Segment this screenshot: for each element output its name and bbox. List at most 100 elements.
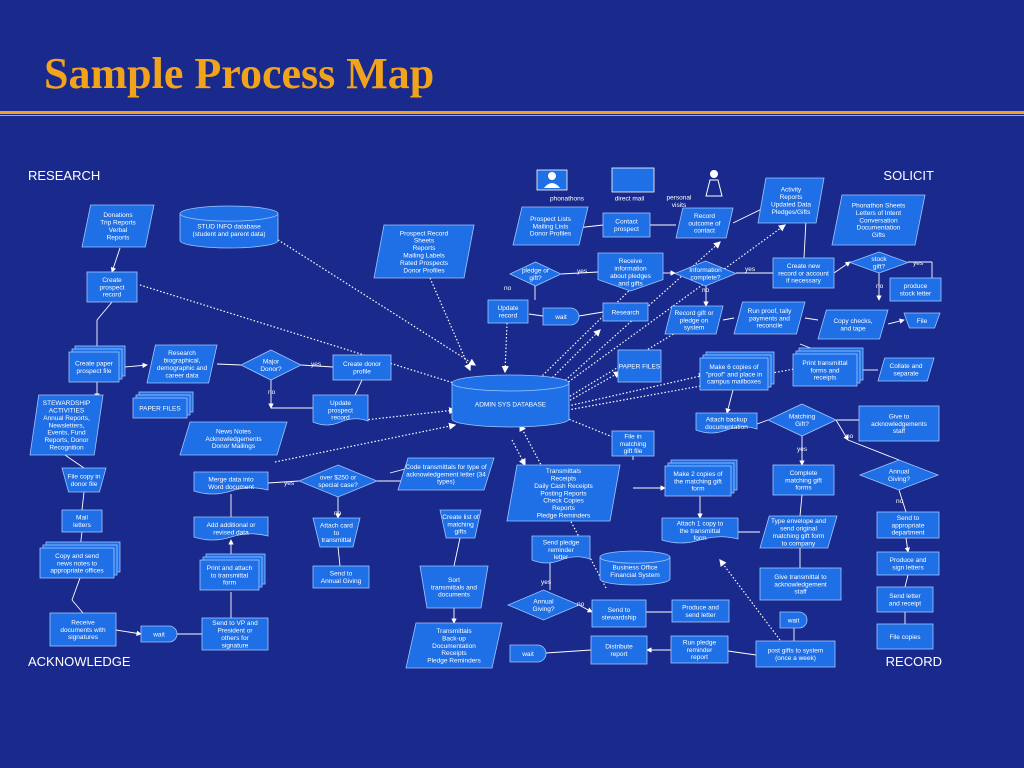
- process-node: post gifts to system(once a week): [755, 640, 836, 668]
- process-node-text: ADMIN SYS DATABASE: [475, 401, 547, 408]
- connector-line: [115, 629, 142, 636]
- process-node: direct mail: [615, 195, 645, 202]
- quadrant-label: SOLICIT: [883, 168, 934, 183]
- process-node: Copy checks,and tape: [817, 309, 889, 340]
- process-node: File: [903, 312, 941, 329]
- connector-line: [300, 364, 334, 368]
- data-flow-line: [429, 277, 471, 372]
- data-flow-line: [544, 329, 601, 386]
- page-title: Sample Process Map: [44, 49, 435, 98]
- process-node: wait: [140, 625, 178, 643]
- connector-line: [847, 439, 900, 461]
- connector-line: [722, 317, 735, 321]
- process-node-text: post gifts to system(once a week): [768, 648, 824, 662]
- process-node: ADMIN SYS DATABASE: [451, 374, 570, 428]
- data-flow-line: [567, 372, 707, 407]
- connector-label: yes: [311, 361, 322, 368]
- connector-line: [799, 494, 803, 517]
- connector-line: [71, 577, 81, 601]
- process-node: PAPER FILES: [132, 391, 194, 419]
- process-node-text: wait: [787, 617, 800, 624]
- connector-line: [124, 362, 148, 369]
- process-node-text: wait: [554, 314, 567, 321]
- data-flow-line: [565, 417, 622, 442]
- process-node-text: wait: [521, 651, 534, 658]
- connector-label: no: [268, 389, 276, 396]
- connector-line: [216, 363, 242, 366]
- process-node-text: PAPER FILES: [619, 363, 661, 370]
- connector-label: yes: [577, 268, 588, 275]
- data-flow-line: [511, 439, 526, 467]
- process-node-text: PAPER FILES: [139, 405, 181, 412]
- quadrant-label: ACKNOWLEDGE: [28, 654, 131, 669]
- process-node: wait: [509, 644, 547, 663]
- data-flow-line: [539, 279, 641, 379]
- connector-line: [354, 379, 363, 396]
- process-node: File copies: [876, 623, 934, 650]
- connector-label: no: [577, 601, 585, 608]
- data-flow-line: [501, 322, 509, 374]
- connector-line: [337, 546, 341, 567]
- connector-label: no: [846, 433, 854, 440]
- process-node: STUD INFO database(student and parent da…: [179, 205, 279, 249]
- title-rule-thin: [0, 115, 1024, 116]
